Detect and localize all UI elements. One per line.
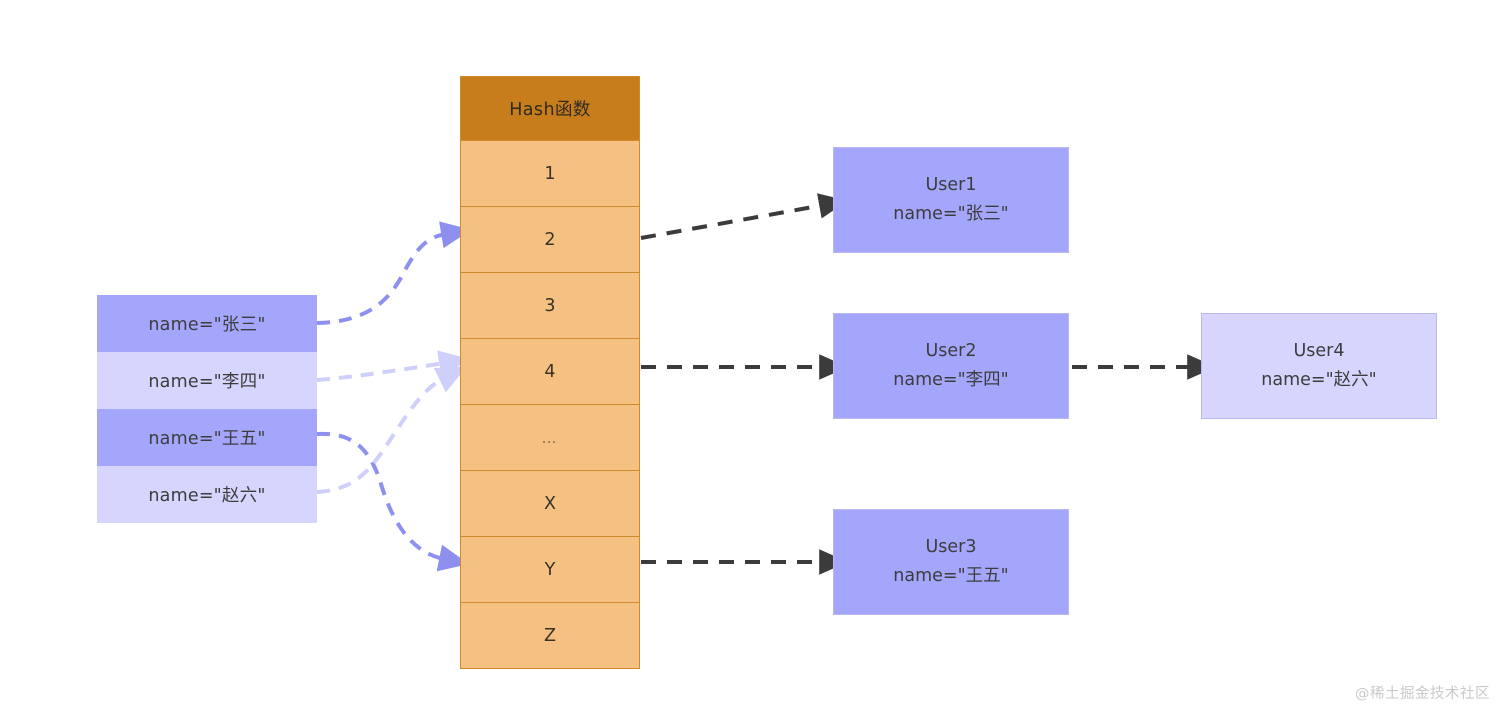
list-item[interactable]: name="王五": [97, 409, 317, 466]
arrow-zhangsan-to-bucket2: [316, 221, 472, 325]
user-node-user4[interactable]: User4 name="赵六": [1201, 313, 1437, 419]
user-node-user2[interactable]: User2 name="李四": [833, 313, 1069, 419]
user1-name: name="张三": [893, 204, 1009, 224]
hash-table: Hash函数 1 2 3 4 … X Y Z: [460, 76, 640, 669]
arrow-zhaoliu-to-bucket4: [316, 366, 467, 494]
hash-bucket-x[interactable]: X: [461, 470, 639, 536]
user-node-user1[interactable]: User1 name="张三": [833, 147, 1069, 253]
arrow-wangwu-to-bucketY: [316, 431, 470, 572]
user4-name: name="赵六": [1261, 370, 1377, 390]
list-item[interactable]: name="李四": [97, 352, 317, 409]
hash-bucket-4[interactable]: 4: [461, 338, 639, 404]
hash-table-header: Hash函数: [461, 77, 639, 140]
user2-title: User2: [925, 341, 977, 362]
list-item[interactable]: name="赵六": [97, 466, 317, 523]
list-item[interactable]: name="张三": [97, 295, 317, 352]
user2-name: name="李四": [893, 370, 1009, 390]
user3-name: name="王五": [893, 566, 1009, 586]
hash-bucket-3[interactable]: 3: [461, 272, 639, 338]
hash-bucket-y[interactable]: Y: [461, 536, 639, 602]
hash-bucket-ellipsis: …: [461, 404, 639, 470]
user4-title: User4: [1293, 341, 1345, 362]
arrow-bucket2-to-user1: [640, 193, 848, 240]
arrow-lisi-to-bucket4: [316, 350, 470, 382]
input-object-list: name="张三" name="李四" name="王五" name="赵六": [97, 295, 317, 523]
watermark-label: @稀土掘金技术社区: [1355, 686, 1490, 702]
hash-bucket-z[interactable]: Z: [461, 602, 639, 668]
user-node-user3[interactable]: User3 name="王五": [833, 509, 1069, 615]
hash-bucket-2[interactable]: 2: [461, 206, 639, 272]
user3-title: User3: [925, 537, 977, 558]
user1-title: User1: [925, 175, 977, 196]
hash-bucket-1[interactable]: 1: [461, 140, 639, 206]
